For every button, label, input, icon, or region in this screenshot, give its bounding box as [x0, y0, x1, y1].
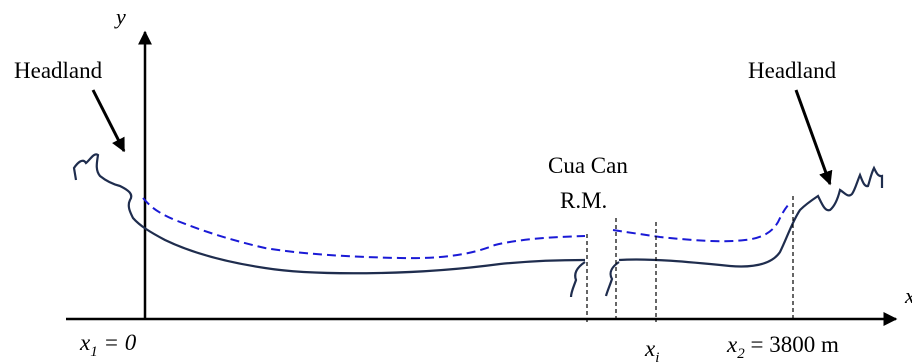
y-axis-label: y — [114, 4, 126, 29]
x1-label: x1 = 0 — [79, 330, 137, 360]
headland-right-arrow — [794, 89, 833, 186]
river-mouth-label-line1: Cua Can — [548, 153, 628, 178]
x2-label: x2 = 3800 m — [726, 332, 839, 362]
river-mouth-label-line2: R.M. — [560, 188, 607, 213]
shoreline-right — [618, 165, 884, 268]
headland-left-label: Headland — [14, 58, 103, 83]
river-bank-right — [604, 261, 620, 297]
x-axis-label: x — [904, 283, 912, 308]
river-bank-left — [569, 261, 586, 298]
headland-left-arrow — [91, 89, 126, 153]
headland-right-label: Headland — [748, 58, 837, 83]
shoreline-left — [72, 153, 586, 275]
xi-label: xi — [644, 336, 659, 362]
dashed-shoreline-right — [612, 202, 791, 243]
dashed-shoreline-left — [142, 197, 586, 260]
